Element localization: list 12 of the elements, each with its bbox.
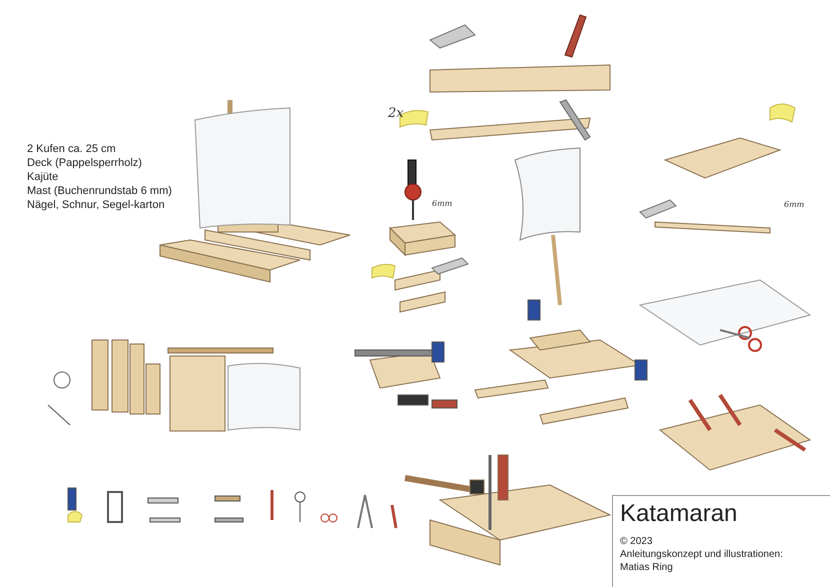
material-list-line: Mast (Buchenrundstab 6 mm) (27, 185, 172, 197)
copyright-note: © 2023 (620, 536, 652, 547)
material-list-line: Kajüte (27, 171, 58, 183)
credit-note: Matias Ring (620, 562, 673, 573)
dimension-note: 6mm (432, 199, 452, 208)
material-list-line: Nägel, Schnur, Segel-karton (27, 199, 165, 211)
quantity-note: 2x (388, 106, 404, 121)
title-text: Katamaran (620, 500, 738, 528)
dimension-note: 6mm (784, 200, 804, 209)
material-list-line: Deck (Pappelsperrholz) (27, 157, 142, 169)
credit-note: Anleitungskonzept und illustrationen: (620, 549, 783, 560)
material-list-line: 2 Kufen ca. 25 cm (27, 143, 116, 155)
